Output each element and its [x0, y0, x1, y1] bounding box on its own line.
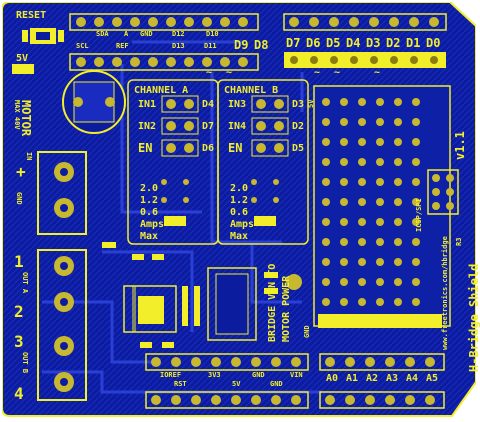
channel-a-row2-pin: D7 [202, 121, 215, 132]
v5-strip-label: 5V [307, 99, 315, 108]
channel-a-title: CHANNEL A [134, 85, 189, 96]
channel-a-jumpers[interactable] [161, 95, 199, 226]
top-left-header[interactable] [69, 13, 259, 71]
out1-label: 1 [14, 252, 24, 271]
channel-b-jumpers[interactable] [251, 95, 289, 226]
icsp-header[interactable] [427, 169, 459, 215]
analog-header[interactable] [319, 353, 445, 409]
prototyping-area [313, 85, 451, 328]
bridge-jumper[interactable] [286, 274, 302, 290]
channel-b-box [217, 79, 309, 245]
channel-b-row2-in: IN4 [228, 121, 247, 132]
reset-button[interactable] [22, 28, 64, 44]
channel-a-row1-pin: D4 [202, 99, 215, 110]
pwm-tilde-d9: ~ [226, 67, 233, 78]
motor-power-terminal[interactable] [37, 151, 87, 235]
channel-a-row3-en: EN [138, 141, 153, 155]
smd-components [102, 242, 278, 348]
motor-power-label: MOTOR POWER [281, 275, 292, 342]
motor-in-label: IN [25, 152, 33, 161]
pwm-tilde-d5: ~ [334, 67, 341, 78]
pwm-tilde-d3: ~ [374, 67, 381, 78]
channel-a-row1-in: IN1 [138, 99, 157, 110]
plus-label: + [16, 162, 26, 181]
driver-ic [123, 285, 177, 333]
top-right-header[interactable] [283, 13, 447, 68]
volt5-label: 5V [16, 53, 29, 64]
r3-label: R3 [455, 237, 463, 246]
out3-label: 3 [14, 332, 24, 351]
channel-b-row1-in: IN3 [228, 99, 247, 110]
gnd-strip-label: GND [303, 325, 311, 338]
version-label: v1.1 [453, 131, 467, 160]
out-b-label: OUT B [21, 352, 29, 374]
out-a-label: OUT A [21, 272, 29, 294]
motor-gnd-label: GND [15, 192, 23, 205]
pwm-tilde-d6: ~ [314, 67, 321, 78]
pcb-artwork [2, 2, 476, 417]
channel-b-title: CHANNEL B [224, 85, 279, 96]
product-name-label: H-Bridge Shield [467, 263, 480, 372]
channel-b-row3-pin: D5 [292, 143, 305, 154]
url-label: www.freetronics.com/hbridge [441, 236, 449, 350]
motor-output-terminal[interactable] [37, 249, 87, 401]
reset-label: RESET [16, 10, 47, 21]
out4-label: 4 [14, 384, 24, 403]
electrolytic-capacitor [62, 70, 126, 134]
channel-b-row1-pin: D3 [292, 99, 305, 110]
bridge-label: BRIDGE VIN TO [267, 263, 278, 342]
channel-a-row2-in: IN2 [138, 121, 157, 132]
icsp-label: ICSP/SPI [415, 198, 423, 232]
channel-b-row3-en: EN [228, 141, 243, 155]
channel-a-row3-pin: D6 [202, 143, 215, 154]
power-led [12, 64, 34, 74]
power-header[interactable] [145, 353, 309, 409]
pwm-tilde-d10: ~ [206, 67, 213, 78]
channel-b-row2-pin: D2 [292, 121, 305, 132]
motor-max-label: MAX 40V [13, 100, 21, 130]
logic-ic [207, 267, 257, 341]
motor-label: MOTOR [19, 100, 33, 137]
out2-label: 2 [14, 302, 24, 321]
